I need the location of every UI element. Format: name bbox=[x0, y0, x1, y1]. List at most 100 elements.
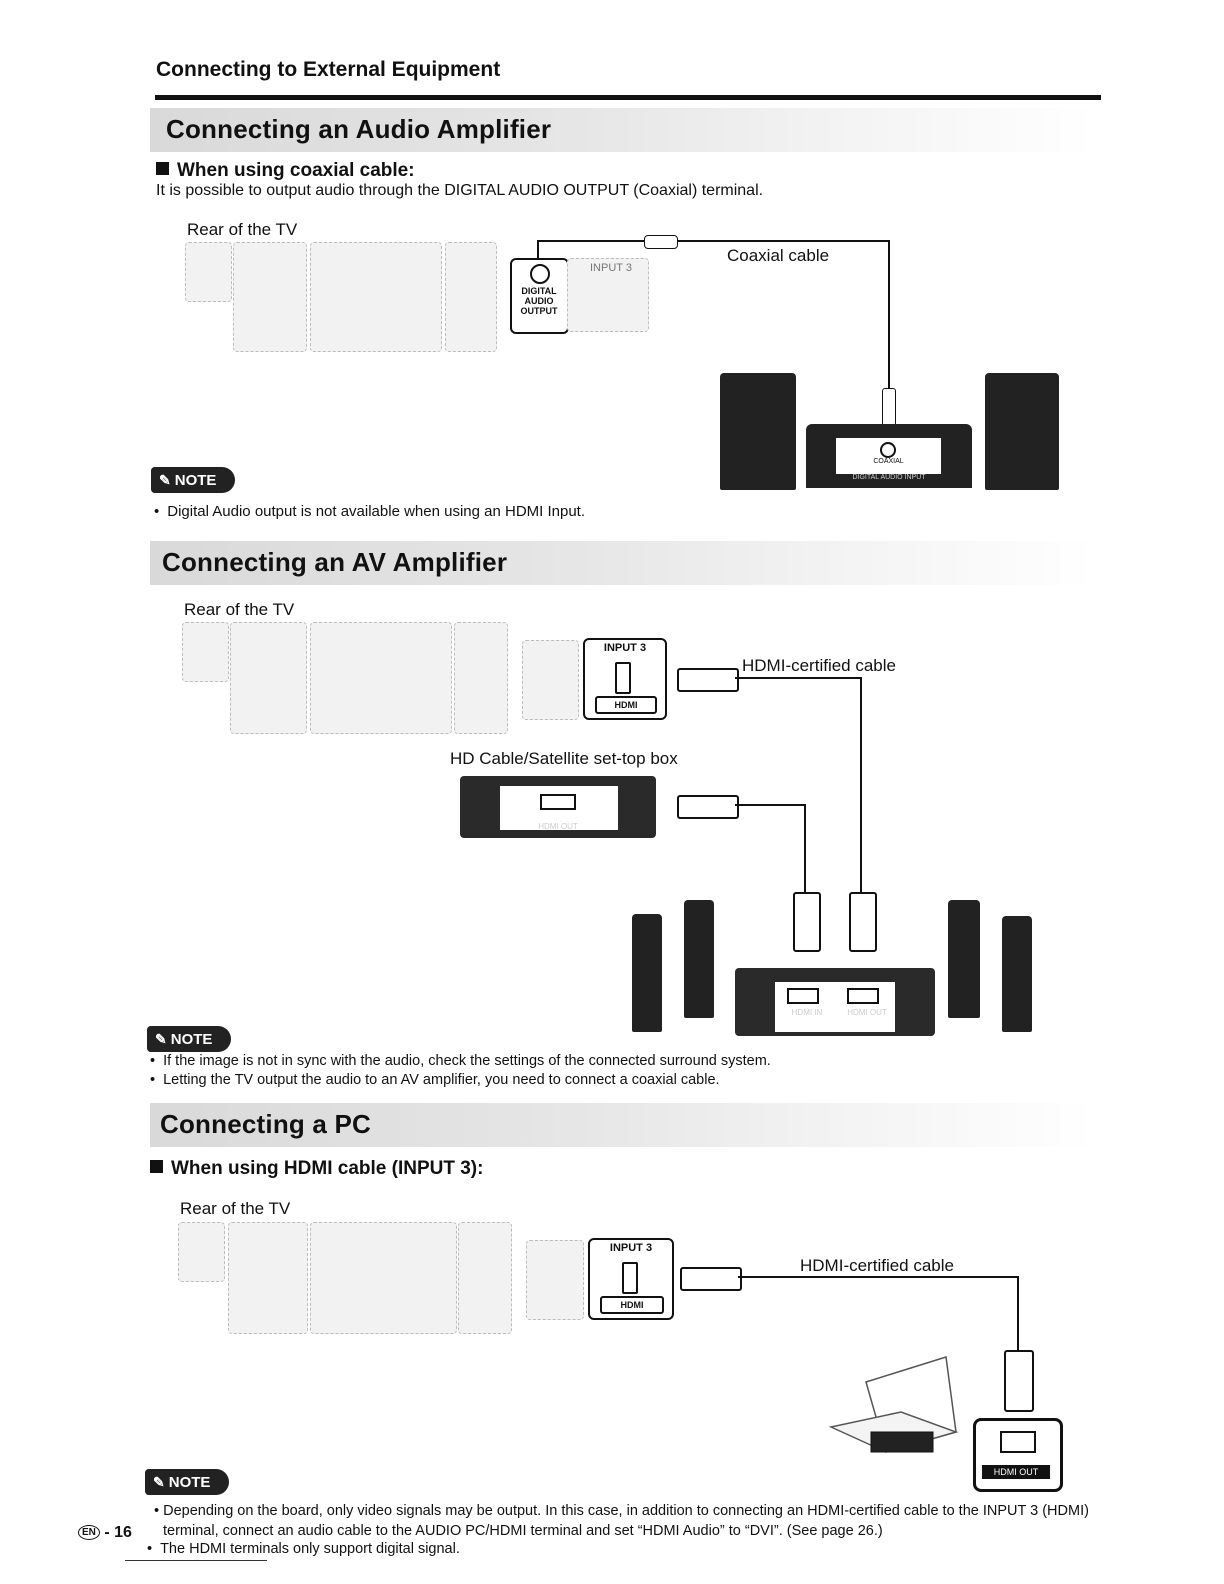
section2-note-item: Letting the TV output the audio to an AV… bbox=[150, 1072, 719, 1088]
section3-band bbox=[150, 1103, 1095, 1147]
page-number: EN - 16 bbox=[78, 1524, 132, 1542]
tv-rear-panel bbox=[182, 622, 512, 734]
input1-block bbox=[310, 1222, 457, 1334]
language-badge: EN bbox=[78, 1525, 100, 1540]
hdmi-cable-vertical bbox=[804, 804, 806, 892]
hdmi-cable-vertical bbox=[860, 677, 862, 892]
hdmi-in-port-icon bbox=[787, 988, 819, 1004]
section2-cable-label: HDMI-certified cable bbox=[742, 656, 896, 675]
section3-rear-label: Rear of the TV bbox=[180, 1199, 291, 1218]
section1-rear-label: Rear of the TV bbox=[187, 220, 298, 239]
audio-amplifier: COAXIAL DIGITAL AUDIO INPUT bbox=[806, 424, 972, 488]
speaker-left bbox=[720, 373, 796, 490]
hdmi-plug-icon bbox=[793, 892, 821, 952]
amp-hdmi-in-label: HDMI IN bbox=[791, 1008, 823, 1017]
pencil-icon: ✎ bbox=[159, 471, 171, 488]
digital-audio-output-block bbox=[522, 640, 579, 720]
pencil-icon: ✎ bbox=[153, 1473, 165, 1490]
coaxial-plug-icon bbox=[644, 235, 678, 249]
tv-rear-panel bbox=[185, 242, 500, 352]
hdmi-cable-line bbox=[738, 1276, 1018, 1278]
input3-hdmi-block bbox=[567, 258, 649, 332]
input1-block bbox=[310, 242, 442, 352]
coaxial-cable-line bbox=[675, 240, 889, 242]
headphone-jack-block bbox=[185, 242, 232, 302]
hdmi-out-port-icon bbox=[847, 988, 879, 1004]
section1-title: Connecting an Audio Amplifier bbox=[166, 114, 552, 144]
digital-audio-output-block bbox=[526, 1240, 584, 1320]
speaker-right bbox=[985, 373, 1059, 490]
input3-hdmi-terminal: INPUT 3 HDMI bbox=[588, 1238, 674, 1320]
footer-line bbox=[125, 1560, 267, 1561]
amp-digital-audio-input-label: DIGITAL AUDIO INPUT bbox=[852, 474, 926, 481]
hdmi-plug-icon bbox=[680, 1267, 742, 1291]
coaxial-plug-icon bbox=[882, 388, 896, 426]
pencil-icon: ✎ bbox=[155, 1030, 167, 1047]
hdmi-port-icon bbox=[1000, 1431, 1036, 1453]
coaxial-cable-drop bbox=[537, 240, 539, 258]
hdmi-port-icon bbox=[622, 1262, 638, 1294]
page-header-title: Connecting to External Equipment bbox=[156, 58, 501, 81]
speaker-left-front bbox=[684, 900, 714, 1018]
input1-block bbox=[310, 622, 452, 734]
input3-hdmi-terminal: INPUT 3 HDMI bbox=[583, 638, 667, 720]
section2-band bbox=[150, 541, 1095, 585]
coaxial-jack-icon bbox=[530, 264, 550, 284]
section1-note-badge: ✎NOTE bbox=[151, 467, 235, 493]
amp-coaxial-label: COAXIAL bbox=[873, 458, 904, 465]
hdmi-plug-icon bbox=[1004, 1350, 1034, 1412]
amp-hdmi-out-label: HDMI OUT bbox=[847, 1008, 887, 1017]
section3-title: Connecting a PC bbox=[160, 1109, 372, 1139]
input3-label: INPUT 3 bbox=[590, 262, 632, 274]
stb-port-panel bbox=[500, 786, 618, 830]
speaker-right-rear bbox=[1002, 916, 1032, 1032]
coaxial-cable-label: Coaxial cable bbox=[727, 246, 830, 265]
speaker-left-rear bbox=[632, 914, 662, 1032]
hdmi-cable-vertical bbox=[1017, 1276, 1019, 1350]
av-amplifier: HDMI IN HDMI OUT bbox=[735, 968, 935, 1036]
stb-label: HD Cable/Satellite set-top box bbox=[450, 749, 678, 768]
hdmi-cable-line bbox=[735, 804, 805, 806]
section2-rear-label: Rear of the TV bbox=[184, 600, 295, 619]
section1-subhead: When using coaxial cable: bbox=[156, 160, 415, 182]
section3-note-item: The HDMI terminals only support digital … bbox=[147, 1541, 460, 1557]
hdmi-plug-icon bbox=[677, 795, 739, 819]
digital-audio-label: DIGITAL AUDIO OUTPUT bbox=[520, 286, 558, 316]
section3-note-badge: ✎NOTE bbox=[145, 1469, 229, 1495]
section3-note-item: • Depending on the board, only video sig… bbox=[154, 1503, 1089, 1539]
section1-band bbox=[150, 108, 1095, 152]
set-top-box: HDMI OUT bbox=[460, 776, 656, 838]
headphone-jack-block bbox=[178, 1222, 225, 1282]
hdmi-plug-icon bbox=[849, 892, 877, 952]
input3-label: INPUT 3 bbox=[609, 1242, 653, 1254]
stb-port-label: HDMI OUT bbox=[538, 822, 578, 831]
pc-hdmi-port-callout: HDMI OUT bbox=[973, 1418, 1063, 1492]
section2-note-badge: ✎NOTE bbox=[147, 1026, 231, 1052]
section3-cable-label: HDMI-certified cable bbox=[800, 1256, 954, 1275]
amp-port-panel bbox=[775, 982, 895, 1032]
coaxial-input-icon bbox=[880, 442, 896, 458]
section2-title: Connecting an AV Amplifier bbox=[162, 547, 508, 577]
amplifier-input-panel: COAXIAL bbox=[836, 438, 941, 474]
section2-note-item: If the image is not in sync with the aud… bbox=[150, 1053, 771, 1069]
hdmi-cable-line bbox=[735, 677, 862, 679]
headphone-jack-block bbox=[182, 622, 229, 682]
section1-intro: It is possible to output audio through t… bbox=[156, 182, 764, 199]
coaxial-cable-line bbox=[537, 240, 647, 242]
input3-label: INPUT 3 bbox=[603, 642, 647, 654]
input2-component-block bbox=[230, 622, 307, 734]
laptop-illustration bbox=[828, 1356, 959, 1453]
speaker-right-front bbox=[948, 900, 980, 1018]
input4-pc-block bbox=[454, 622, 508, 734]
hdmi-port-icon bbox=[540, 794, 576, 810]
pc-hdmi-out-label: HDMI OUT bbox=[982, 1465, 1050, 1479]
section1-note-item: Digital Audio output is not available wh… bbox=[154, 503, 585, 520]
input4-pc-block bbox=[445, 242, 497, 352]
section3-subhead: When using HDMI cable (INPUT 3): bbox=[150, 1158, 483, 1180]
input2-component-block bbox=[233, 242, 307, 352]
coaxial-cable-vertical bbox=[888, 240, 890, 390]
bullet-square-icon bbox=[156, 162, 169, 175]
digital-audio-output-terminal: DIGITAL AUDIO OUTPUT bbox=[510, 258, 569, 334]
bullet-square-icon bbox=[150, 1160, 163, 1173]
header-rule bbox=[155, 95, 1101, 100]
